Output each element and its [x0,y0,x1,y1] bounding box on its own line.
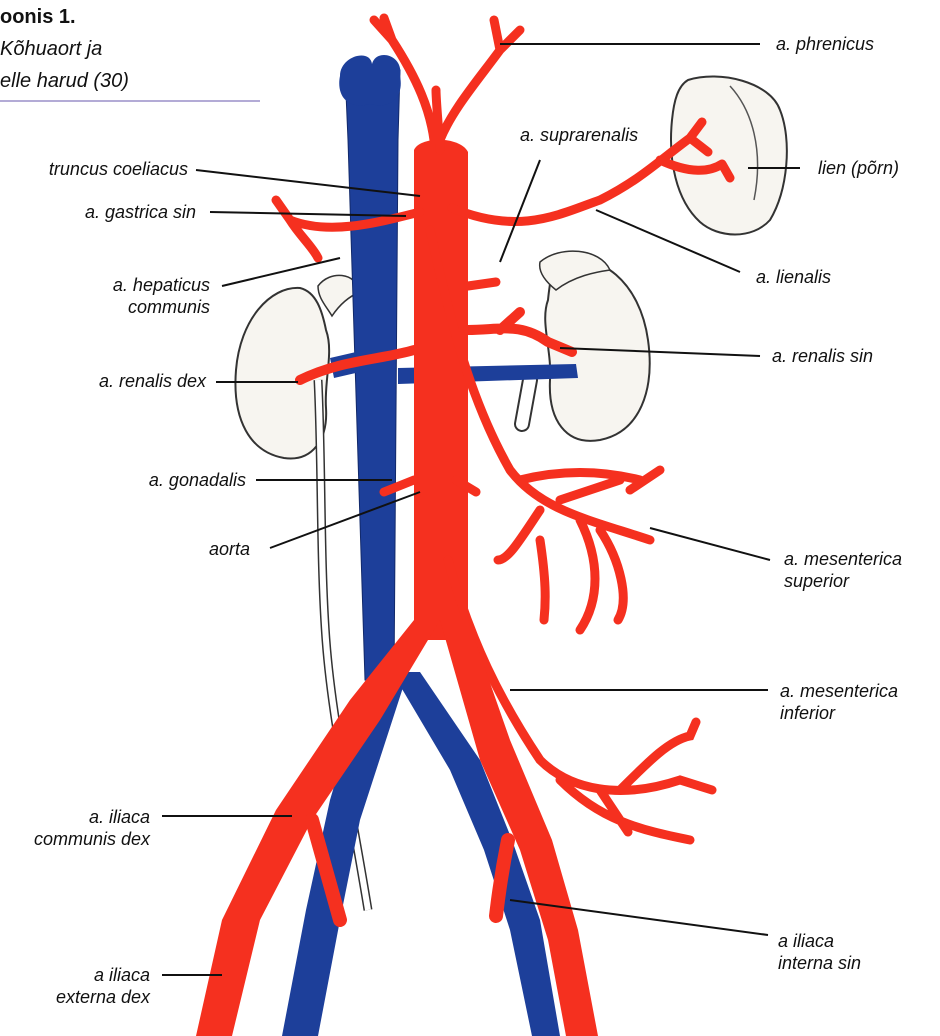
label-renalis-dex: a. renalis dex [99,370,206,392]
label-lienalis: a. lienalis [756,266,831,288]
vena-cava-inferior [345,70,400,680]
label-aorta: aorta [209,538,250,560]
label-gonadalis: a. gonadalis [149,469,246,491]
label-renalis-sin: a. renalis sin [772,345,873,367]
label-hepaticus-2: communis [128,296,210,318]
leader-suprarenalis [500,160,540,262]
figure-caption-line-1: Kõhuaort ja [0,38,102,61]
label-suprarenalis: a. suprarenalis [520,124,638,146]
label-iliaca-communis-1: a. iliaca [89,806,150,828]
gastric-artery [276,200,420,258]
label-iliaca-interna-1: a iliaca [778,930,834,952]
label-truncus-coeliacus: truncus coeliacus [49,158,188,180]
iliac-artery-common-left [440,620,598,1036]
label-iliaca-externa-2: externa dex [56,986,150,1008]
spleen-organ [671,77,787,235]
label-iliaca-interna-2: interna sin [778,952,861,974]
label-iliaca-communis-2: communis dex [34,828,150,850]
label-iliaca-externa-1: a iliaca [94,964,150,986]
suprarenal-artery [468,282,496,286]
figure-caption-line-2: elle harud (30) [0,70,129,93]
label-mesenterica-inferior-1: a. mesenterica [780,680,898,702]
label-mesenterica-superior-2: superior [784,570,849,592]
label-hepaticus-1: a. hepaticus [113,274,210,296]
leader-mes-sup [650,528,770,560]
label-gastrica-sin: a. gastrica sin [85,201,196,223]
label-mesenterica-inferior-2: inferior [780,702,835,724]
figure-caption-title: oonis 1. [0,6,76,29]
leader-aorta [270,492,420,548]
label-mesenterica-superior-1: a. mesenterica [784,548,902,570]
label-phrenicus: a. phrenicus [776,33,874,55]
label-lien: lien (põrn) [818,157,899,179]
